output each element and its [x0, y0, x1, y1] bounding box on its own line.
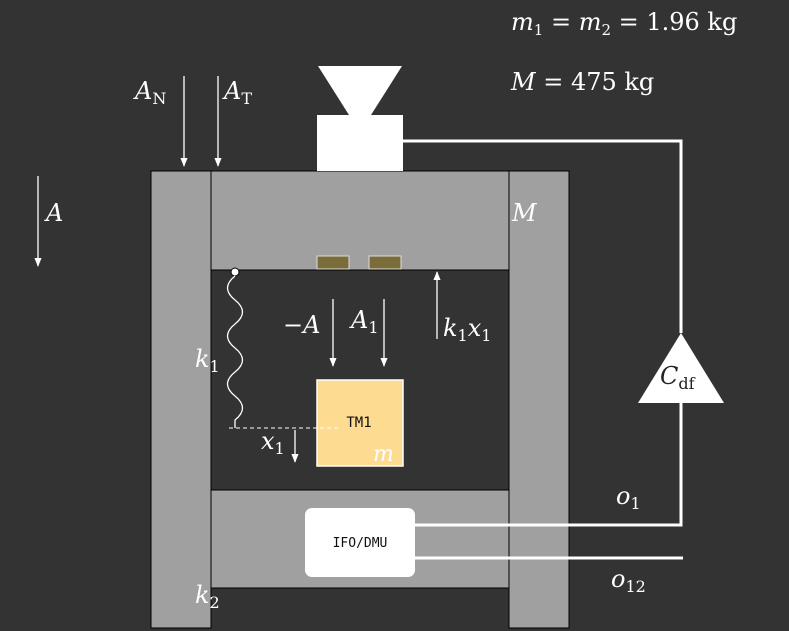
tm1-label: TM1 — [346, 415, 371, 431]
ifo-dmu-label: IFO/DMU — [333, 536, 388, 551]
label-k1: k1 — [195, 345, 220, 376]
label-x1: x1 — [261, 427, 285, 458]
label-a: A — [44, 199, 63, 227]
ifo-dmu-box — [305, 508, 415, 577]
label-k1x1: k1x1 — [443, 314, 491, 345]
label-o1: o1 — [616, 482, 641, 513]
spring-anchor — [230, 267, 240, 277]
small-m-label: m — [373, 442, 394, 467]
masses-equation: m1 = m2 = 1.96 kg — [511, 8, 737, 39]
cdf-triangle — [638, 333, 724, 403]
sensor-pad-right — [368, 255, 402, 270]
right-pillar — [508, 170, 570, 629]
label-neg-a: −A — [283, 311, 320, 339]
feedback-line-top — [403, 139, 683, 333]
sensor-pad-left — [316, 255, 350, 270]
label-a-n: AN — [133, 77, 166, 108]
label-o12: o12 — [611, 565, 646, 596]
label-cdf: Cdf — [660, 362, 696, 393]
label-a1: A1 — [349, 306, 379, 337]
top-beam — [210, 170, 510, 271]
left-pillar — [150, 170, 212, 629]
label-k2: k2 — [195, 581, 220, 612]
big-mass-equation: M = 475 kg — [510, 68, 654, 96]
sensor-block — [317, 115, 403, 171]
test-mass-tm1 — [316, 379, 404, 467]
spring-k1 — [226, 275, 244, 428]
funnel-shape — [318, 66, 402, 115]
label-big-m: M — [511, 199, 538, 227]
feedback-line-bottom — [415, 403, 683, 527]
label-a-t: AT — [222, 77, 252, 108]
